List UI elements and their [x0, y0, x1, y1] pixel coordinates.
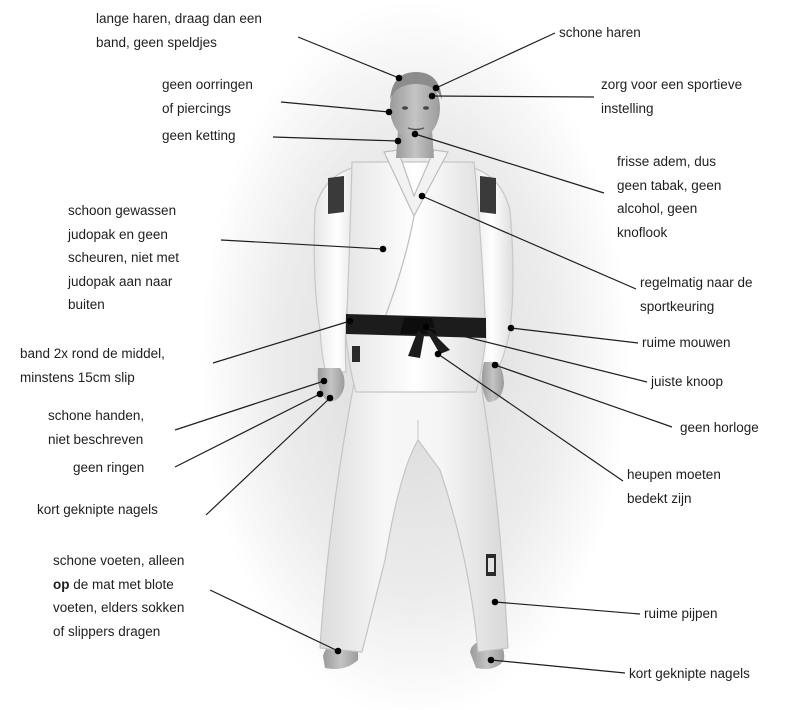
line-rings: [175, 394, 320, 467]
label-necklace-line-1: geen ketting: [162, 124, 236, 148]
label-hands: schone handen, niet beschreven: [48, 404, 144, 451]
label-judogi-line-3: scheuren, niet met: [68, 246, 179, 270]
line-judogi: [221, 240, 383, 249]
line-nails-feet: [491, 660, 625, 673]
dot-breath: [412, 131, 419, 138]
dot-watch: [492, 362, 499, 369]
label-earrings: geen oorringen of piercings: [162, 73, 253, 120]
dot-long-hair: [396, 75, 403, 82]
dot-belt: [347, 318, 354, 325]
line-sleeves: [511, 328, 638, 343]
label-hands-line-1: schone handen,: [48, 404, 144, 428]
dot-hips: [435, 351, 442, 358]
label-hands-line-2: niet beschreven: [48, 428, 144, 452]
label-nails-hands: kort geknipte nagels: [37, 498, 158, 522]
label-long-hair-line-2: band, geen speldjes: [96, 31, 262, 55]
label-breath-line-3: alcohol, geen: [617, 197, 721, 221]
dot-nails-feet: [488, 657, 495, 664]
line-clean-hair: [436, 33, 555, 88]
label-attitude-line-1: zorg voor een sportieve: [601, 73, 742, 97]
dot-necklace: [395, 138, 402, 145]
label-belt: band 2x rond de middel, minstens 15cm sl…: [20, 342, 165, 389]
label-judogi-line-2: judopak en geen: [68, 223, 179, 247]
dot-earrings: [386, 109, 393, 116]
line-attitude: [432, 96, 594, 97]
label-nails-hands-line-1: kort geknipte nagels: [37, 498, 158, 522]
label-long-hair: lange haren, draag dan een band, geen sp…: [96, 7, 262, 54]
dot-clean-hair: [433, 85, 440, 92]
label-feet: schone voeten, alleen op de mat met blot…: [53, 549, 184, 643]
label-breath: frisse adem, dus geen tabak, geen alcoho…: [617, 150, 721, 244]
dot-attitude: [429, 93, 436, 100]
label-judogi-line-1: schoon gewassen: [68, 199, 179, 223]
label-clean-hair: schone haren: [559, 21, 641, 45]
label-clean-hair-line-1: schone haren: [559, 21, 641, 45]
line-long-hair: [298, 37, 399, 78]
label-attitude: zorg voor een sportieve instelling: [601, 73, 742, 120]
label-feet-line-2: op de mat met blote: [53, 573, 184, 597]
label-nails-feet: kort geknipte nagels: [629, 662, 750, 686]
label-rings: geen ringen: [73, 456, 144, 480]
line-belt: [213, 321, 350, 363]
label-sleeves-line-1: ruime mouwen: [642, 331, 731, 355]
label-knot-line-1: juiste knoop: [651, 370, 723, 394]
label-trousers-line-1: ruime pijpen: [644, 602, 718, 626]
dot-nails-hands: [327, 395, 334, 402]
line-earrings: [281, 102, 389, 112]
label-earrings-line-1: geen oorringen: [162, 73, 253, 97]
label-attitude-line-2: instelling: [601, 97, 742, 121]
label-hips-line-1: heupen moeten: [627, 463, 721, 487]
line-breath: [415, 134, 604, 193]
line-trousers: [495, 602, 640, 614]
dot-knot: [423, 324, 430, 331]
label-judogi-line-5: buiten: [68, 293, 179, 317]
label-breath-line-1: frisse adem, dus: [617, 150, 721, 174]
label-hips-line-2: bedekt zijn: [627, 487, 721, 511]
label-belt-line-2: minstens 15cm slip: [20, 366, 165, 390]
label-earrings-line-2: of piercings: [162, 97, 253, 121]
label-knot: juiste knoop: [651, 370, 723, 394]
dot-feet: [335, 648, 342, 655]
dot-sleeves: [508, 325, 515, 332]
label-rings-line-1: geen ringen: [73, 456, 144, 480]
label-breath-line-4: knoflook: [617, 221, 721, 245]
label-feet-line-1: schone voeten, alleen: [53, 549, 184, 573]
label-necklace: geen ketting: [162, 124, 236, 148]
label-hips: heupen moeten bedekt zijn: [627, 463, 721, 510]
dot-trousers: [492, 599, 499, 606]
line-knot: [426, 327, 647, 382]
label-watch-line-1: geen horloge: [680, 416, 759, 440]
label-checkup-line-1: regelmatig naar de: [640, 271, 753, 295]
label-feet-line-4: of slippers dragen: [53, 620, 184, 644]
label-nails-feet-line-1: kort geknipte nagels: [629, 662, 750, 686]
label-trousers: ruime pijpen: [644, 602, 718, 626]
label-judogi-line-4: judopak aan naar: [68, 270, 179, 294]
line-watch: [495, 365, 672, 427]
line-feet: [210, 590, 338, 651]
dot-rings: [317, 391, 324, 398]
label-belt-line-1: band 2x rond de middel,: [20, 342, 165, 366]
dot-checkup: [419, 193, 426, 200]
label-checkup-line-2: sportkeuring: [640, 295, 753, 319]
line-hands: [175, 381, 324, 430]
label-sleeves: ruime mouwen: [642, 331, 731, 355]
line-nails-hands: [206, 398, 330, 515]
label-judogi: schoon gewassen judopak en geen scheuren…: [68, 199, 179, 317]
label-feet-line-2-rest: de mat met blote: [70, 577, 174, 592]
dot-judogi: [380, 246, 387, 253]
label-feet-line-3: voeten, elders sokken: [53, 596, 184, 620]
line-necklace: [273, 137, 398, 141]
line-hips: [438, 354, 623, 481]
label-long-hair-line-1: lange haren, draag dan een: [96, 7, 262, 31]
label-checkup: regelmatig naar de sportkeuring: [640, 271, 753, 318]
label-feet-bold-word: op: [53, 577, 70, 592]
line-checkup: [422, 196, 636, 289]
label-breath-line-2: geen tabak, geen: [617, 174, 721, 198]
label-watch: geen horloge: [680, 416, 759, 440]
dot-hands: [321, 378, 328, 385]
